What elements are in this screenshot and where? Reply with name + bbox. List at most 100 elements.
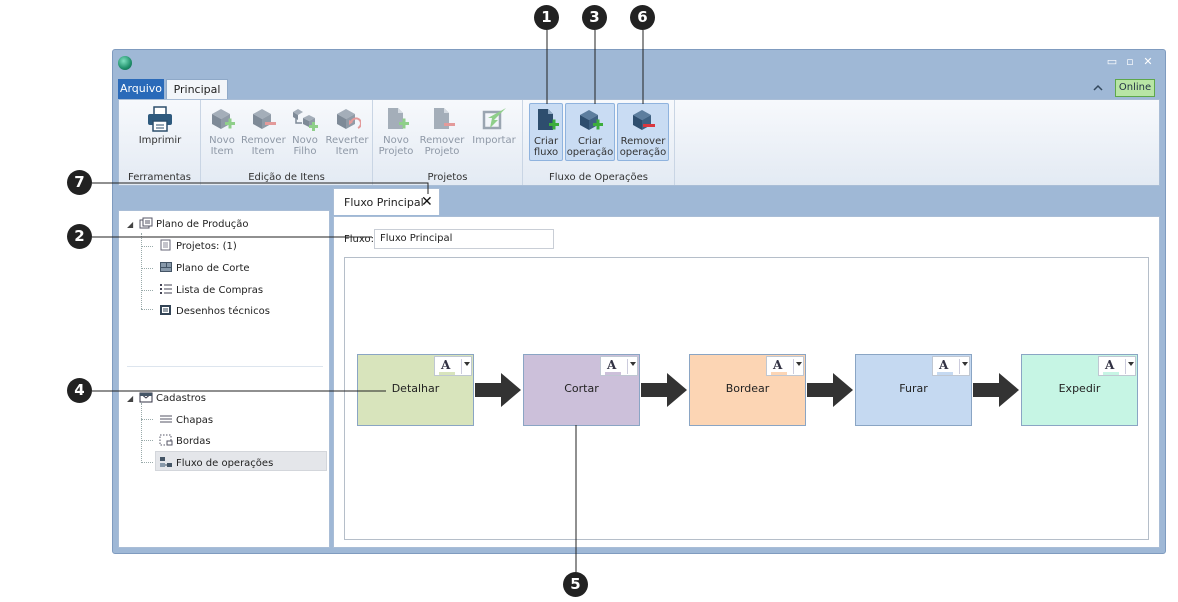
flow-arrow-icon bbox=[807, 373, 853, 407]
tree-item-plano-producao[interactable]: Plano de Produção bbox=[139, 217, 249, 231]
remover-operacao-label-2: operação bbox=[619, 147, 667, 158]
tree-label-plano: Plano de Produção bbox=[156, 219, 249, 230]
reverter-item-label-2: Item bbox=[335, 146, 359, 157]
remove-operation-icon bbox=[633, 110, 655, 130]
remove-project-icon bbox=[434, 108, 455, 129]
criar-fluxo-button[interactable]: Criar fluxo bbox=[529, 103, 563, 161]
sheets-icon bbox=[160, 415, 172, 423]
tree-label-projetos: Projetos: (1) bbox=[176, 241, 237, 252]
close-button[interactable]: ✕ bbox=[1143, 55, 1153, 68]
format-dropdown[interactable]: A bbox=[1098, 356, 1136, 376]
novo-filho-button[interactable]: Novo Filho bbox=[287, 103, 323, 161]
callout-badge-6: 6 bbox=[630, 5, 655, 30]
minimize-button[interactable]: ▭ bbox=[1106, 55, 1118, 68]
group-label-fluxo: Fluxo de Operações bbox=[548, 172, 649, 183]
criar-operacao-button[interactable]: Criar operação bbox=[565, 103, 615, 161]
format-dropdown[interactable]: A bbox=[766, 356, 804, 376]
flow-node-cortar[interactable]: A Cortar bbox=[523, 354, 640, 426]
novo-filho-label-1: Novo bbox=[292, 135, 318, 146]
create-operation-icon bbox=[580, 110, 603, 130]
group-projetos: Novo Projeto Remover Projeto Importar Pr… bbox=[373, 100, 523, 185]
callout-badge-5: 5 bbox=[563, 572, 588, 597]
tree-label-desenhos: Desenhos técnicos bbox=[176, 306, 270, 317]
tree-label-fluxo-operacoes: Fluxo de operações bbox=[176, 458, 274, 469]
font-color-icon: A bbox=[773, 358, 783, 372]
reverter-item-button[interactable]: Reverter Item bbox=[325, 103, 369, 161]
new-project-icon bbox=[388, 108, 409, 129]
fluxo-label: Fluxo: bbox=[344, 234, 374, 245]
flow-node-furar[interactable]: A Furar bbox=[855, 354, 972, 426]
ribbon-tabbar: Arquivo Principal Online bbox=[113, 77, 1165, 100]
tree-item-lista-compras[interactable]: Lista de Compras bbox=[159, 283, 263, 297]
tree-connector bbox=[141, 462, 153, 463]
expand-plano-icon[interactable]: ◢ bbox=[127, 220, 134, 229]
group-label-edicao: Edição de Itens bbox=[248, 172, 325, 183]
criar-operacao-label-2: operação bbox=[566, 147, 614, 158]
tree-label-plano-corte: Plano de Corte bbox=[176, 263, 250, 274]
group-label-projetos: Projetos bbox=[427, 172, 468, 183]
online-status-badge: Online bbox=[1115, 79, 1155, 97]
flow-node-label: Furar bbox=[899, 382, 928, 395]
tab-arquivo[interactable]: Arquivo bbox=[118, 79, 164, 99]
collapse-ribbon-icon[interactable] bbox=[1092, 82, 1104, 94]
tree-item-cadastros[interactable]: Cadastros bbox=[139, 391, 206, 405]
chevron-down-icon bbox=[630, 362, 636, 366]
title-bar: ▭ ▫ ✕ bbox=[113, 50, 1165, 76]
print-button[interactable]: Imprimir bbox=[125, 103, 195, 161]
tree-item-fluxo-operacoes[interactable]: Fluxo de operações bbox=[159, 456, 273, 470]
document-area: Fluxo: Fluxo Principal A Detalhar A Cort… bbox=[333, 216, 1160, 548]
format-separator bbox=[959, 359, 960, 374]
tab-principal[interactable]: Principal bbox=[166, 79, 228, 100]
tree-item-plano-corte[interactable]: Plano de Corte bbox=[159, 261, 250, 275]
tree-connector bbox=[141, 403, 142, 463]
flow-node-expedir[interactable]: A Expedir bbox=[1021, 354, 1138, 426]
tree-item-projetos[interactable]: Projetos: (1) bbox=[159, 239, 237, 253]
format-dropdown[interactable]: A bbox=[434, 356, 472, 376]
remover-item-button[interactable]: Remover Item bbox=[241, 103, 286, 161]
tree-divider bbox=[127, 366, 323, 367]
flow-node-label: Expedir bbox=[1058, 382, 1101, 395]
format-dropdown[interactable]: A bbox=[932, 356, 970, 376]
tree-item-bordas[interactable]: Bordas bbox=[159, 434, 211, 448]
flow-node-label: Cortar bbox=[564, 382, 599, 395]
tree-label-lista-compras: Lista de Compras bbox=[176, 285, 264, 296]
flow-node-bordear[interactable]: A Bordear bbox=[689, 354, 806, 426]
remover-operacao-button[interactable]: Remover operação bbox=[617, 103, 669, 161]
import-icon bbox=[482, 108, 506, 130]
color-swatch bbox=[771, 372, 787, 375]
format-separator bbox=[461, 359, 462, 374]
remover-operacao-label-1: Remover bbox=[620, 136, 666, 147]
group-ferramentas: Imprimir Ferramentas bbox=[119, 100, 201, 185]
tree-connector bbox=[141, 246, 153, 247]
remover-projeto-button[interactable]: Remover Projeto bbox=[417, 103, 467, 161]
format-dropdown[interactable]: A bbox=[600, 356, 638, 376]
list-icon bbox=[160, 284, 172, 294]
fluxo-name-input[interactable]: Fluxo Principal bbox=[374, 229, 554, 249]
color-swatch bbox=[605, 372, 621, 375]
flow-canvas[interactable]: A Detalhar A Cortar A Bordear A Furar A bbox=[344, 257, 1149, 540]
criar-fluxo-label-1: Criar bbox=[533, 136, 559, 147]
edges-icon bbox=[159, 434, 173, 446]
callout-badge-4: 4 bbox=[67, 378, 92, 403]
production-plan-icon bbox=[139, 217, 153, 229]
chevron-down-icon bbox=[962, 362, 968, 366]
drawings-icon bbox=[160, 305, 171, 315]
tree-connector bbox=[141, 233, 142, 309]
close-tab-icon[interactable]: ✕ bbox=[421, 194, 433, 210]
new-child-icon bbox=[293, 109, 318, 131]
tree-label-cadastros: Cadastros bbox=[156, 393, 206, 404]
expand-cadastros-icon[interactable]: ◢ bbox=[127, 394, 134, 403]
tree-connector bbox=[141, 309, 153, 310]
tree-item-desenhos[interactable]: Desenhos técnicos bbox=[159, 304, 270, 318]
callout-badge-2: 2 bbox=[67, 224, 92, 249]
novo-item-button[interactable]: Novo Item bbox=[205, 103, 239, 161]
app-logo-icon bbox=[118, 56, 132, 70]
maximize-button[interactable]: ▫ bbox=[1126, 55, 1134, 68]
group-label-ferramentas: Ferramentas bbox=[127, 172, 192, 183]
tab-fluxo-principal[interactable]: Fluxo Principal ✕ bbox=[333, 188, 440, 215]
importar-button[interactable]: Importar bbox=[469, 103, 519, 161]
tree-item-chapas[interactable]: Chapas bbox=[159, 413, 213, 427]
callout-badge-1: 1 bbox=[534, 5, 559, 30]
novo-projeto-button[interactable]: Novo Projeto bbox=[377, 103, 415, 161]
flow-node-detalhar[interactable]: A Detalhar bbox=[357, 354, 474, 426]
